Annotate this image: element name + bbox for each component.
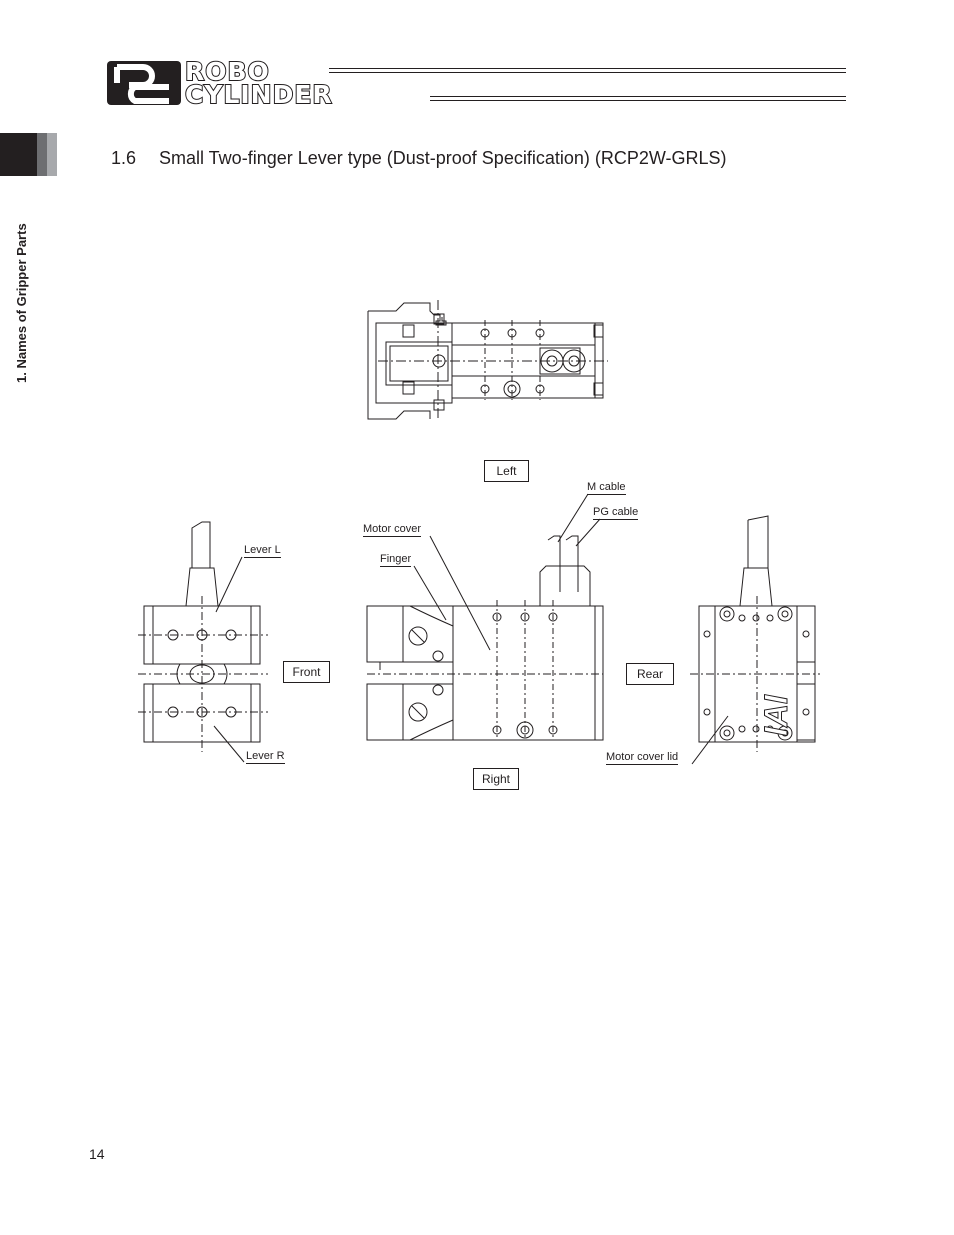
- top-view-drawing: [367, 300, 608, 420]
- header-rule-top-1: [329, 68, 846, 69]
- rear-view-drawing: [690, 515, 820, 752]
- logo-word-cylinder: CYLINDER: [184, 80, 333, 109]
- callout-motor-cover: Motor cover: [363, 523, 422, 537]
- side-tab-marker: [0, 133, 37, 176]
- front-view-drawing: [138, 521, 268, 752]
- callout-pg-cable: PG cable: [593, 506, 639, 520]
- callout-lever-l: Lever L: [244, 544, 281, 558]
- rear-iai-logo: IAI: [758, 695, 795, 737]
- logo-word-robo: ROBO: [184, 57, 270, 86]
- header-rule-top-2: [329, 72, 846, 73]
- callout-lever-r: Lever R: [246, 750, 285, 764]
- header-rule-bottom-2: [430, 100, 846, 101]
- callout-finger: Finger: [380, 553, 412, 567]
- header-rule-bottom-1: [430, 96, 846, 97]
- robo-cylinder-logo: ROBO CYLINDER: [107, 57, 427, 109]
- callout-motor-cover-lid: Motor cover lid: [606, 751, 679, 765]
- side-tab-marker-light: [47, 133, 57, 176]
- view-label-left: Left: [484, 460, 529, 482]
- callout-m-cable: M cable: [587, 481, 626, 495]
- side-view-drawing: [366, 535, 604, 741]
- side-tab-marker-mid: [37, 133, 47, 176]
- callout-leaders: [213, 493, 729, 765]
- view-label-front: Front: [283, 661, 330, 683]
- section-title: Small Two-finger Lever type (Dust-proof …: [159, 148, 727, 168]
- rc-logo-mark: [107, 61, 181, 105]
- section-number: 1.6: [111, 148, 137, 168]
- page-number: 14: [89, 1146, 105, 1162]
- view-label-rear: Rear: [626, 663, 674, 685]
- view-label-right: Right: [473, 768, 519, 790]
